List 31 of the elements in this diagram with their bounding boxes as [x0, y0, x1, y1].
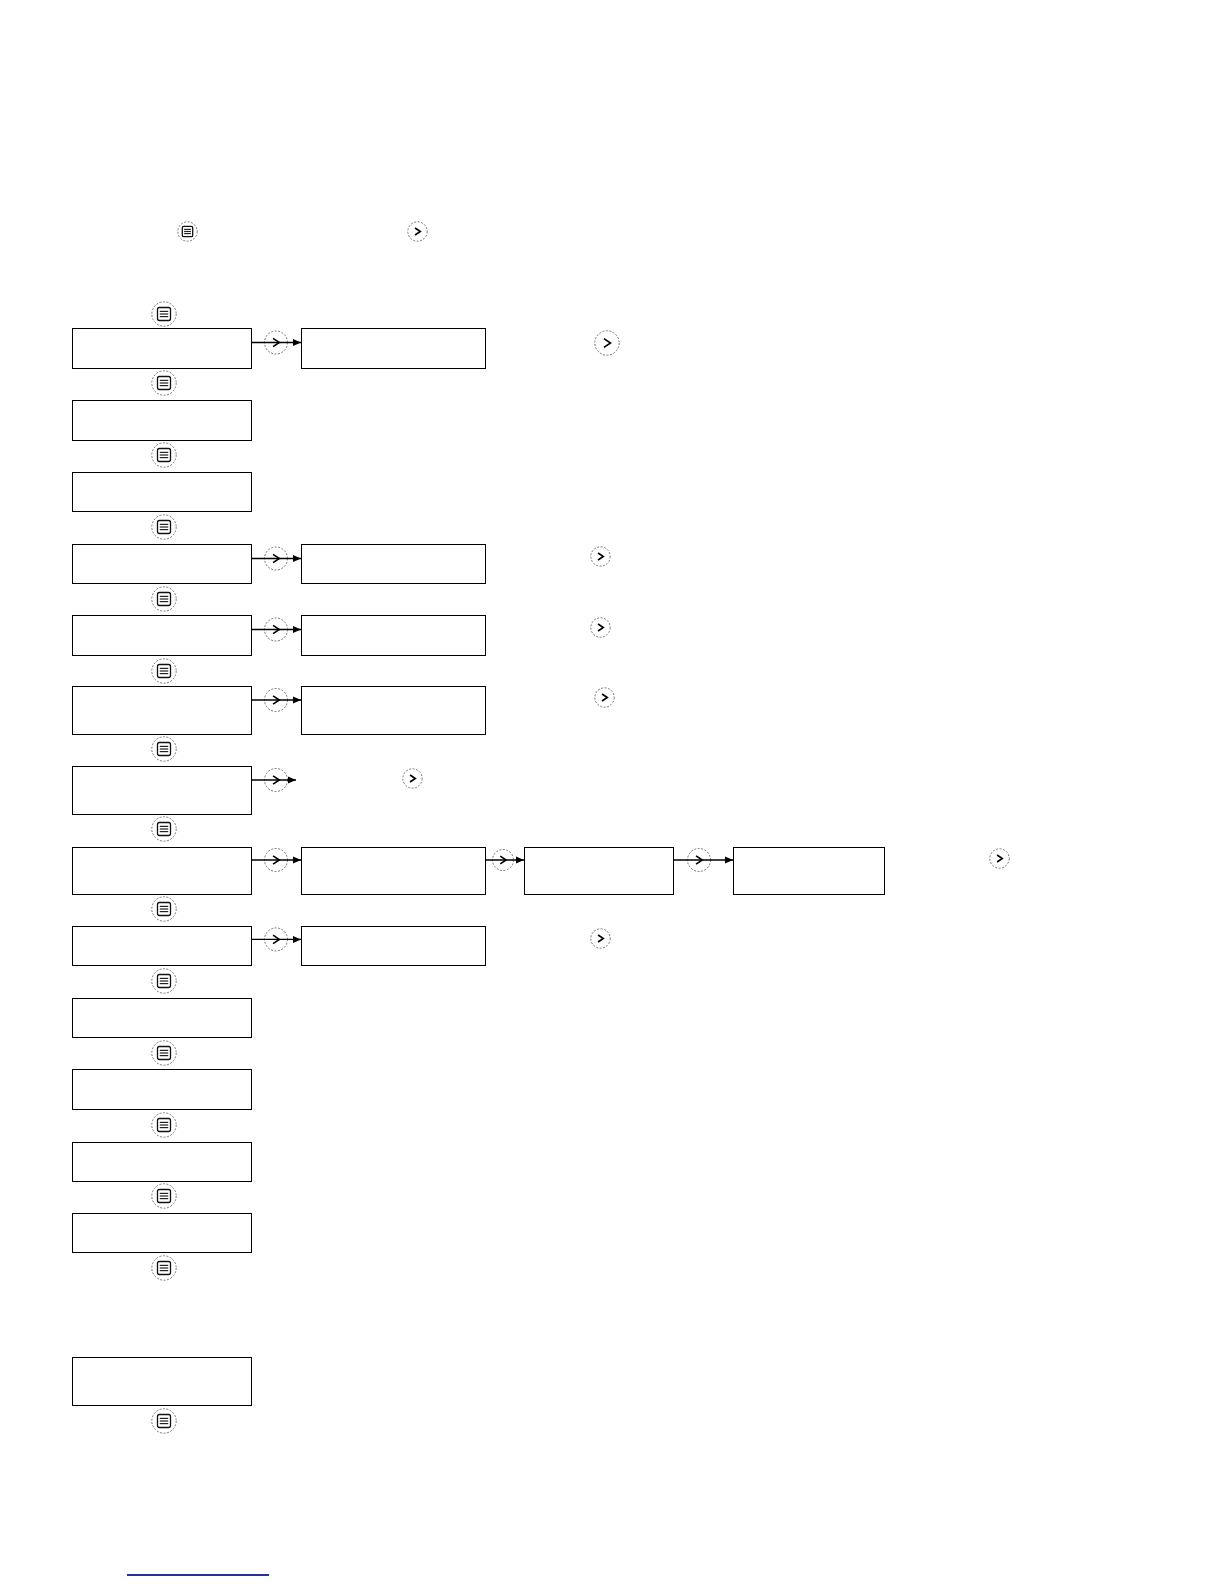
blank-box — [733, 847, 885, 895]
blank-box — [72, 766, 252, 815]
blank-box — [72, 1213, 252, 1253]
blank-box — [72, 400, 252, 441]
blank-box — [301, 847, 486, 895]
chevron-arrow — [251, 848, 302, 872]
chevron-arrow — [251, 617, 302, 642]
chevron-arrow — [485, 849, 525, 871]
blank-box — [72, 1142, 252, 1182]
blank-box — [72, 615, 252, 656]
blank-box — [524, 847, 674, 895]
blank-box — [301, 686, 486, 735]
blank-box — [301, 544, 486, 584]
chevron-arrow — [251, 768, 297, 792]
blank-box — [72, 1069, 252, 1110]
chevron-arrow — [251, 330, 302, 355]
chevron-arrow — [673, 848, 734, 872]
blank-box — [72, 686, 252, 735]
blank-box — [301, 926, 486, 966]
blank-box — [72, 544, 252, 584]
chevron-arrow — [251, 546, 302, 571]
chevron-arrow — [251, 688, 302, 712]
blank-box — [72, 1357, 252, 1406]
blank-box — [72, 998, 252, 1038]
blank-box — [301, 615, 486, 656]
blank-box — [72, 328, 252, 369]
blank-box — [72, 847, 252, 895]
blank-box — [72, 926, 252, 966]
blank-box — [301, 328, 486, 369]
blank-box — [72, 472, 252, 512]
chevron-arrow — [251, 927, 302, 952]
